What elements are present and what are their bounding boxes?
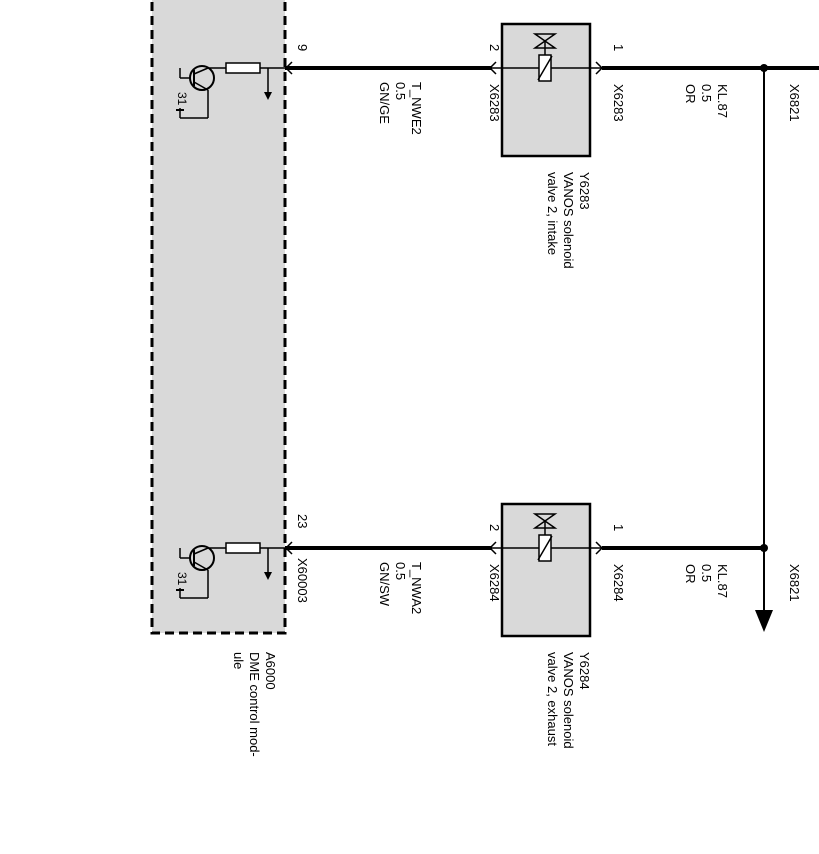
valve-exhaust-connector-left: X6284 [487,564,502,602]
connector-mark-module-top [284,61,293,75]
valve-exhaust-pin-left: 2 [487,524,502,531]
ground-label-top: 31 [175,92,189,106]
valve-exhaust-id: Y6284 [577,652,592,690]
valve-exhaust-name-line1: VANOS solenoid [561,652,576,749]
wire-intake-power-name: KL.87 [715,84,730,118]
valve-intake-connector-left: X6283 [487,84,502,122]
valve-intake [488,22,604,158]
valve-intake-name-line2: valve 2, intake [545,172,560,255]
wire-intake-power-color: OR [683,84,698,104]
wire-exhaust-power-color: OR [683,564,698,584]
wire-exhaust-signal-color: GN/SW [377,562,392,607]
valve-exhaust-name-line2: valve 2, exhaust [545,652,560,746]
module-pin-bottom: 23 [295,514,310,528]
valve-intake-pin-right: 1 [611,44,626,51]
wire-intake-power-gauge: 0.5 [699,84,714,102]
wire-exhaust-signal-name: T_NWA2 [409,562,424,614]
transistor-driver-top [176,62,285,119]
ground-label-bottom: 31 [175,572,189,586]
splice-label-bottom: X6821 [787,564,802,602]
connector-mark-module-bottom [284,541,293,555]
wire-intake-signal-gauge: 0.5 [393,82,408,100]
module-pin-top: 9 [295,44,310,51]
wire-exhaust-power-gauge: 0.5 [699,564,714,582]
wire-exhaust-signal-gauge: 0.5 [393,562,408,580]
splice-node-bottom [760,544,768,552]
valve-intake-pin-left: 2 [487,44,502,51]
transistor-driver-bottom [176,542,285,599]
dme-module-box [150,0,287,635]
module-connector-bottom: X60003 [295,558,310,603]
wire-intake-signal-name: T_NWE2 [409,82,424,135]
valve-intake-connector-right: X6283 [611,84,626,122]
module-name-line2: ule [231,652,246,669]
valve-exhaust-pin-right: 1 [611,524,626,531]
valve-exhaust-connector-right: X6284 [611,564,626,602]
valve-intake-name-line1: VANOS solenoid [561,172,576,269]
wire-intake-signal-color: GN/GE [377,82,392,124]
continuation-arrow-icon [755,610,773,632]
wire-exhaust-power-name: KL.87 [715,564,730,598]
valve-intake-id: Y6283 [577,172,592,210]
splice-label-top: X6821 [787,84,802,122]
valve-exhaust [488,502,604,638]
module-name-line1: DME control mod- [247,652,262,757]
splice-node-top [760,64,768,72]
module-id: A6000 [263,652,278,690]
